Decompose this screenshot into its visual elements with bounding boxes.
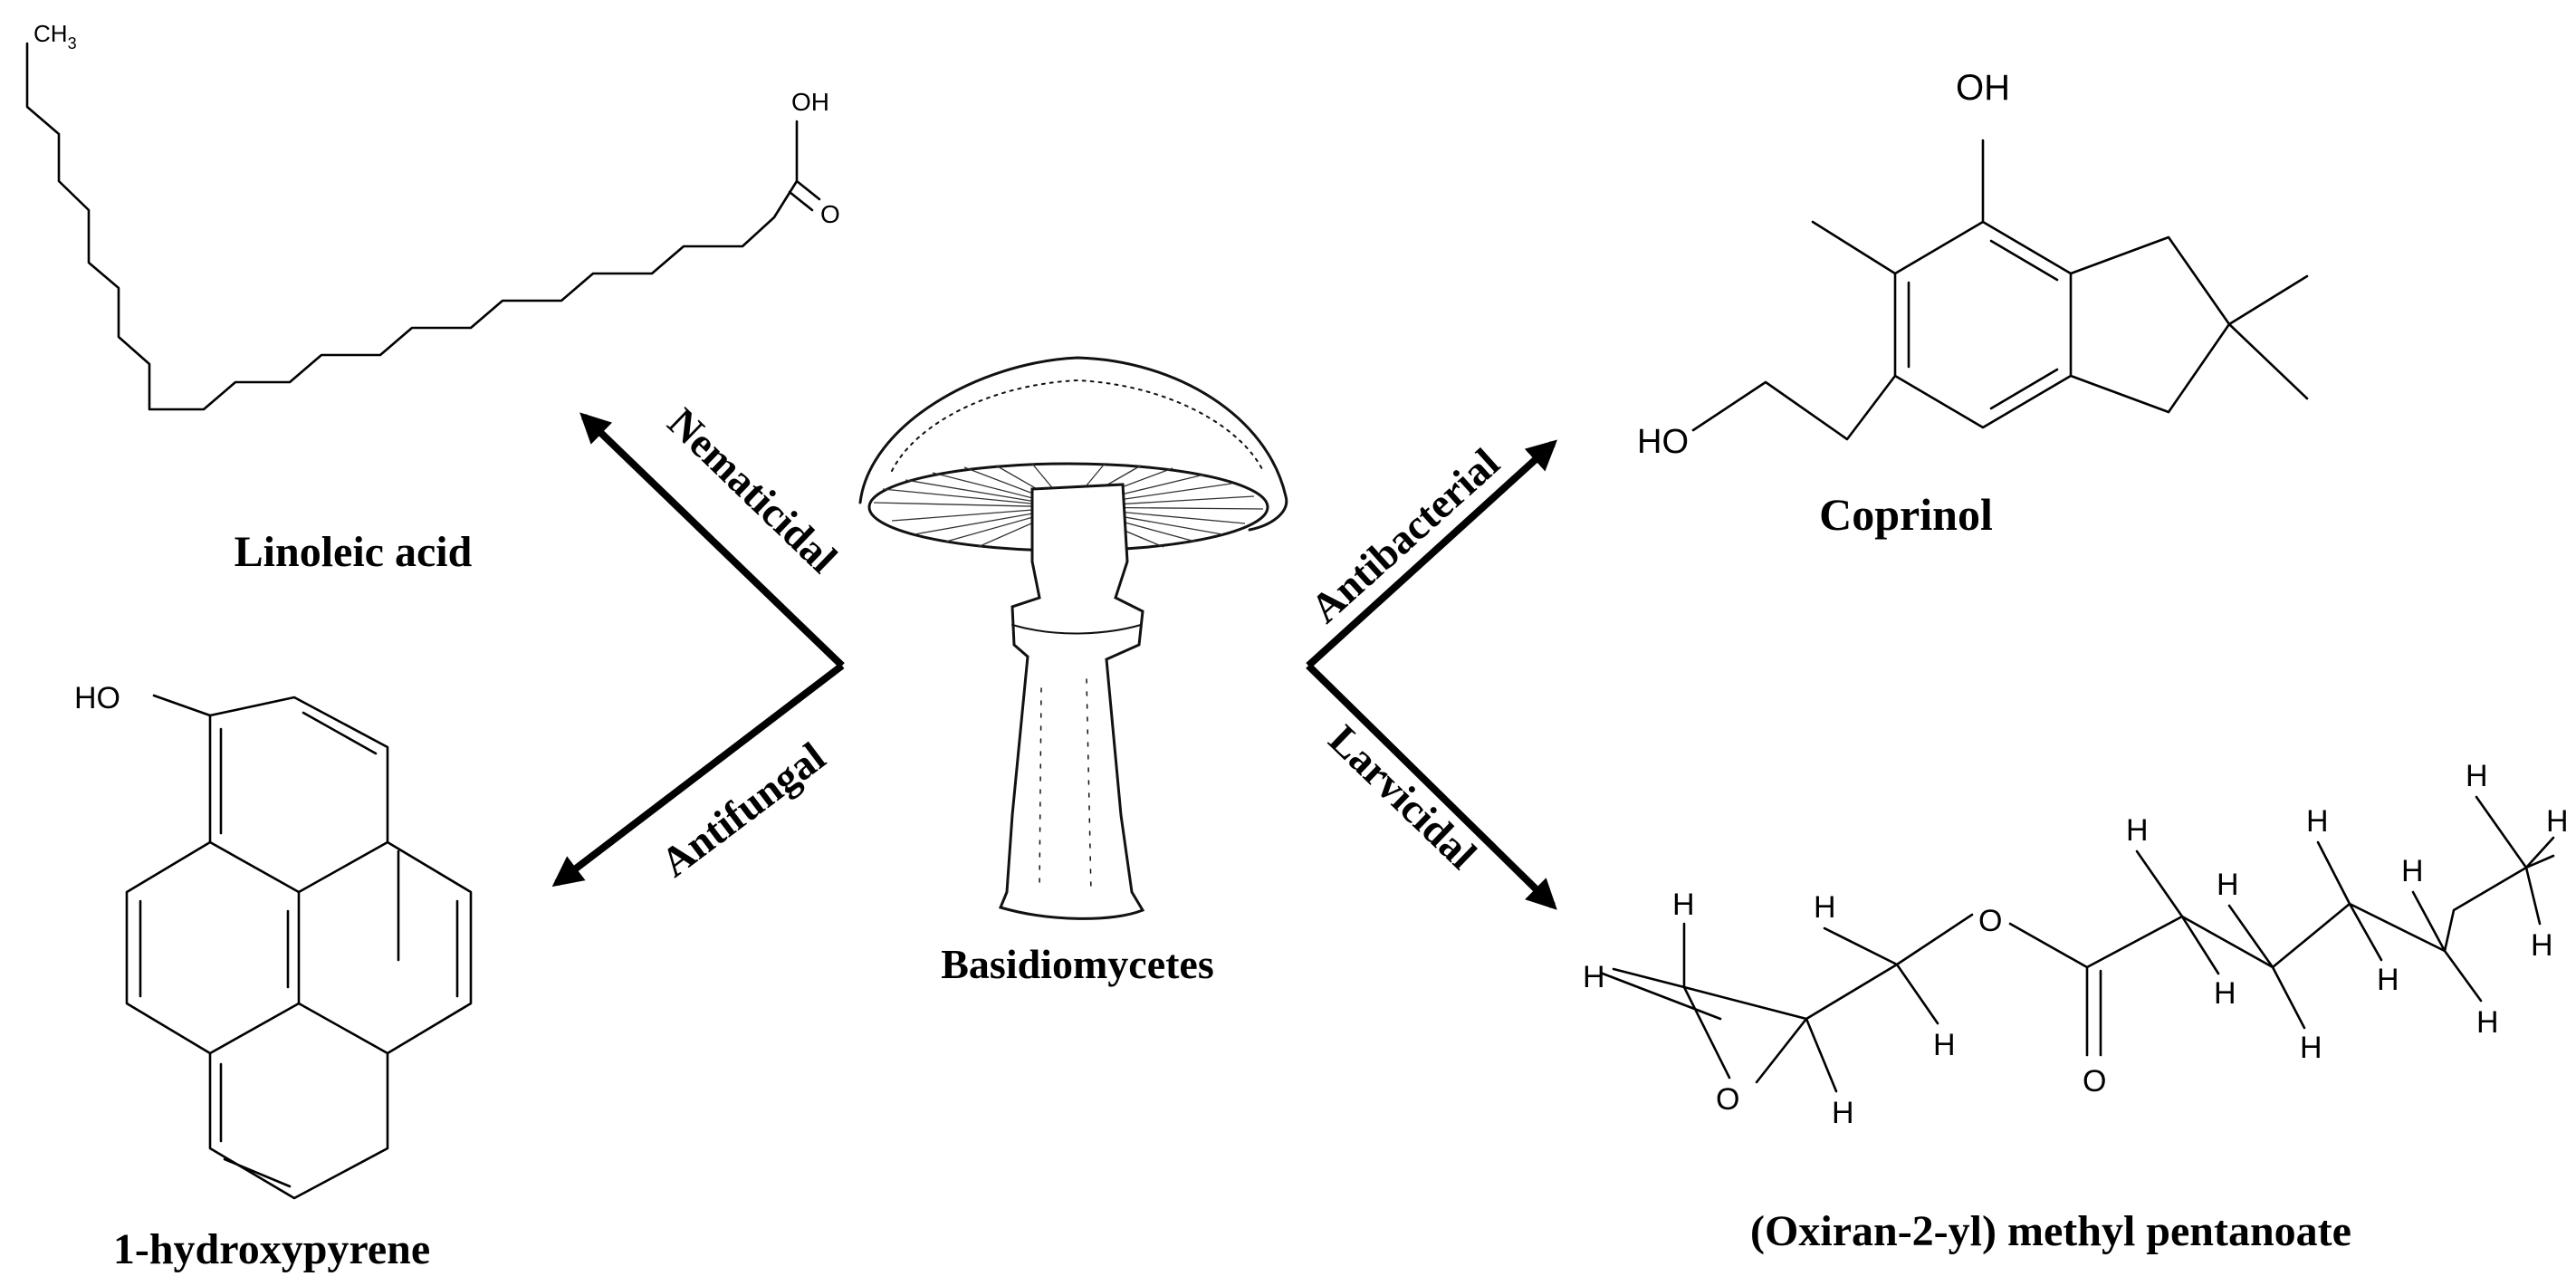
- oxiranyl-h-bond: [1823, 926, 1899, 966]
- chain-h-bond: [2475, 795, 2528, 869]
- linoleic-oh-label: OH: [791, 88, 829, 116]
- ester-o-bond: [2008, 922, 2089, 969]
- h-atom-label: H: [2466, 759, 2488, 793]
- mushroom-cap-outline: [858, 356, 1288, 532]
- pentanoate-chain: [2085, 854, 2555, 969]
- pyrene-oh-bond: [152, 694, 212, 717]
- linoleic-chain: [25, 42, 799, 411]
- chain-h-bond: [2443, 949, 2483, 1003]
- hydroxypyrene-structure: HO: [74, 681, 473, 1200]
- pyrene-inner-bond: [297, 840, 389, 894]
- mushroom-stem: [998, 483, 1145, 920]
- linoleic-ch3-label: CH3: [34, 20, 77, 53]
- chain-h-bond: [2135, 849, 2184, 918]
- h-atom-label: H: [2546, 804, 2569, 839]
- chain-h-bond: [2524, 866, 2542, 926]
- pyrene-perimeter: [125, 696, 473, 1200]
- coprinol-methyl: [2227, 322, 2309, 400]
- h-atom-label: H: [2531, 928, 2553, 963]
- chain-h-bond: [2348, 902, 2383, 962]
- h-atom-label: H: [2300, 1031, 2322, 1065]
- h-atom-label: H: [2214, 976, 2236, 1011]
- chain-h-bond: [2316, 840, 2351, 906]
- h-atom-label: H: [1814, 890, 1836, 925]
- coprinol-methyl: [2227, 274, 2309, 326]
- ester-o-bond: [1895, 913, 1974, 966]
- coprinol-cyclopentane: [2069, 235, 2231, 414]
- oxiranyl-h-bond: [1612, 967, 1686, 989]
- basidiomycetes-caption: Basidiomycetes: [941, 941, 1214, 987]
- nematicidal-arrow: [579, 412, 845, 668]
- oxiranyl-caption: (Oxiran-2-yl) methyl pentanoate: [1750, 1207, 2351, 1255]
- mushroom-ring: [1011, 624, 1142, 635]
- h-atom-label: H: [2126, 813, 2149, 848]
- linoleic-acid-caption: Linoleic acid: [235, 528, 473, 576]
- h-atom-label: H: [1583, 960, 1605, 994]
- h-atom-label: H: [1933, 1028, 1956, 1062]
- h-atom-label: H: [2476, 1005, 2499, 1040]
- coprinol-double-bond: [1989, 368, 2059, 410]
- coprinol-benzene: [1893, 220, 2073, 429]
- oxiranyl-ch2-bond: [1805, 963, 1899, 1021]
- coprinol-hydroxyethyl: [1691, 374, 1897, 441]
- h-atom-label: H: [2217, 868, 2239, 902]
- pyrene-inner-bond: [208, 840, 301, 894]
- pyrene-inner-bond: [208, 1002, 301, 1055]
- chain-h-bond: [2411, 890, 2447, 953]
- epoxide-bonds: [1682, 985, 1808, 1084]
- oxiranyl-h-bond: [1895, 963, 1939, 1025]
- linoleic-o-label: O: [820, 200, 840, 228]
- pyrene-ho-label: HO: [74, 681, 120, 715]
- linoleic-acid-structure: CH3 OH O: [25, 20, 840, 411]
- chain-h-bond: [2180, 915, 2220, 975]
- antibacterial-label: Antibacterial: [1302, 439, 1508, 631]
- h-atom-label: H: [2306, 804, 2329, 839]
- carbonyl-o-label: O: [2083, 1064, 2106, 1099]
- coprinol-oh-label: OH: [1956, 68, 2010, 108]
- h-atom-label: H: [2401, 854, 2424, 888]
- antibacterial-arrow: [1306, 439, 1557, 668]
- hydroxypyrene-caption: 1-hydroxypyrene: [113, 1225, 430, 1273]
- pyrene-double-bond: [223, 1157, 292, 1188]
- antifungal-arrow: [551, 662, 845, 888]
- mushroom-stem-texture: [1039, 678, 1092, 893]
- oxiranyl-h-bond: [1805, 1017, 1838, 1093]
- coprinol-caption: Coprinol: [1819, 489, 1993, 540]
- pyrene-double-bond: [303, 1061, 376, 1184]
- nematicidal-label: Nematicidal: [659, 399, 846, 582]
- h-atom-label: H: [2377, 963, 2399, 997]
- linoleic-co-bond-1: [795, 179, 821, 201]
- epoxide-bond: [1682, 985, 1731, 1080]
- h-atom-label: H: [1672, 888, 1695, 922]
- larvicidal-arrow: [1306, 663, 1557, 910]
- antifungal-label: Antifungal: [652, 734, 833, 886]
- mushroom-cap-texture: [891, 379, 1264, 472]
- mushroom-illustration-icon: [858, 356, 1288, 920]
- coprinol-structure: OH HO: [1637, 68, 2309, 461]
- coprinol-double-bond: [1989, 239, 2059, 282]
- ester-o-label: O: [1978, 904, 2002, 938]
- coprinol-methyl: [1811, 220, 1897, 275]
- chain-h-bond: [2524, 836, 2555, 869]
- pyrene-inner-bond: [297, 1002, 389, 1055]
- chain-h-bond: [2271, 965, 2306, 1030]
- oxiranyl-structure: H H H H H H H H H H H H H H H H O O O: [1583, 759, 2569, 1130]
- epoxide-bond: [1601, 972, 1722, 1021]
- linoleic-co-bond-2: [788, 190, 814, 212]
- epoxide-o-label: O: [1716, 1082, 1739, 1117]
- coprinol-ho-label: HO: [1637, 423, 1689, 461]
- pyrene-double-bond: [302, 711, 378, 755]
- h-atom-label: H: [1832, 1096, 1854, 1130]
- chain-h-bond: [2227, 904, 2274, 969]
- larvicidal-label: Larvicidal: [1320, 716, 1485, 878]
